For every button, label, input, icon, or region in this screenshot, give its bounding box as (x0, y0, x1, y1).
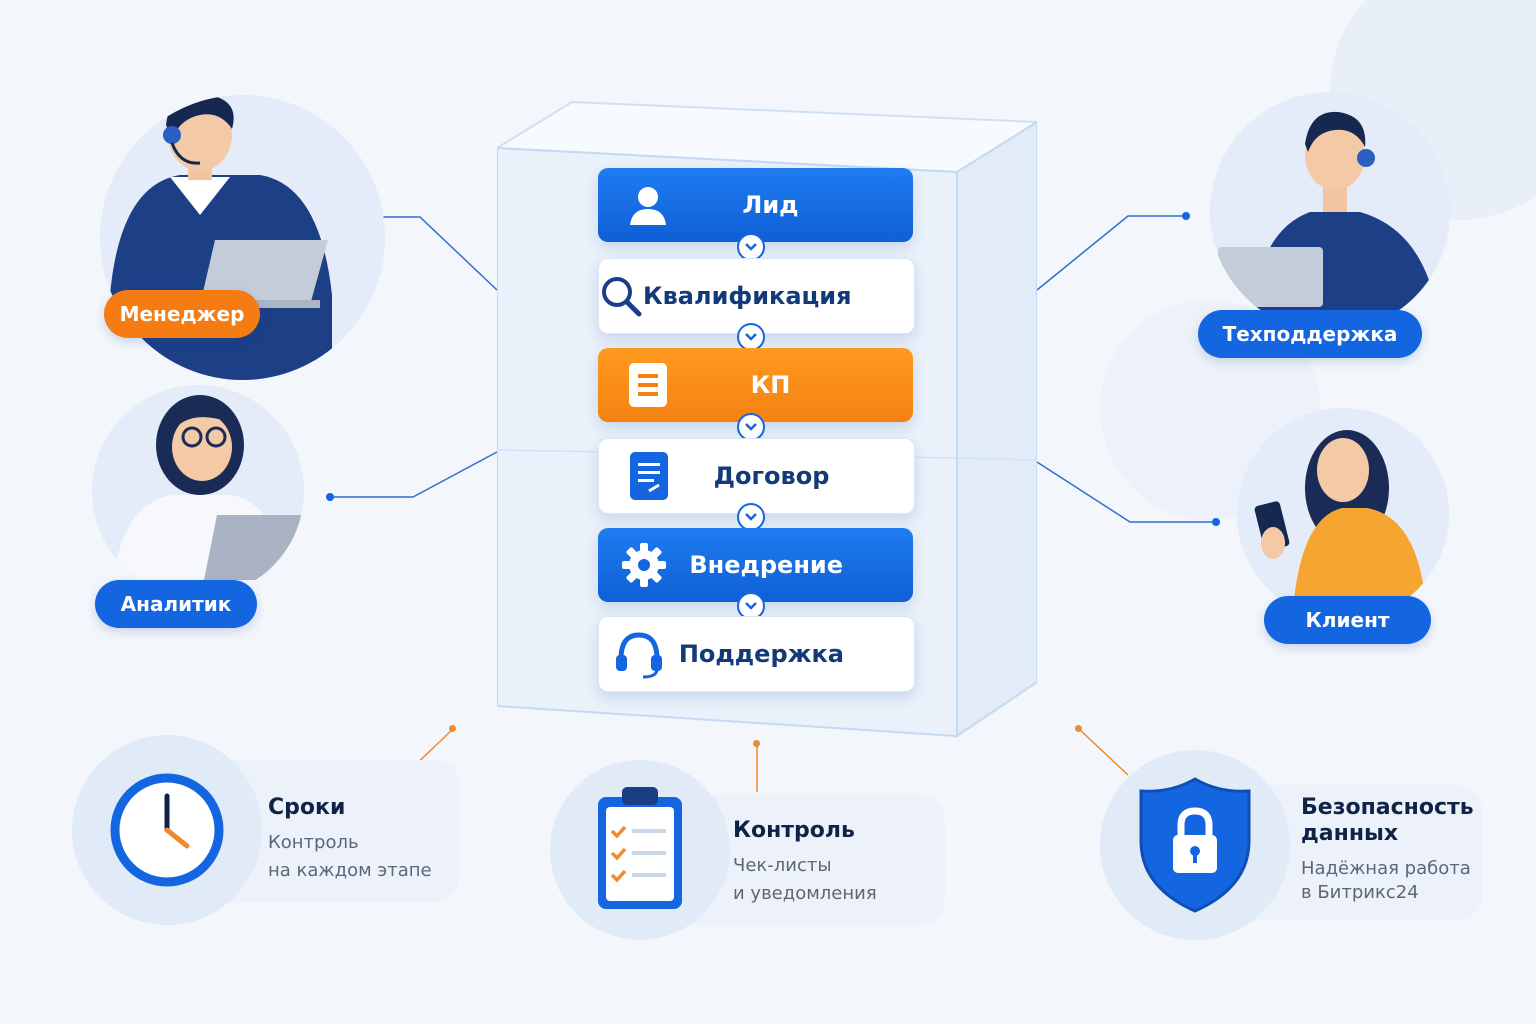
role-pill-support: Техподдержка (1198, 310, 1422, 358)
stage-label: КП (750, 371, 791, 399)
clock-icon (110, 773, 224, 887)
feature-title: Контроль (733, 818, 855, 843)
chevron-down-icon (737, 323, 765, 351)
stage-label: Поддержка (678, 640, 844, 668)
shield-lock-icon (1139, 777, 1251, 913)
stage-label: Квалификация (643, 282, 852, 310)
feature-desc-line1: Чек-листы (733, 855, 832, 876)
connector-dot (449, 725, 456, 732)
feature-desc-line2: на каждом этапе (268, 860, 432, 881)
stage-lead: Лид (598, 168, 913, 242)
feature-icon-circle (1100, 750, 1290, 940)
stage-qualification: Квалификация (598, 258, 915, 334)
gear-icon (598, 541, 689, 589)
connector-dot (326, 493, 334, 501)
feature-icon-circle (72, 735, 262, 925)
connector-dot (753, 740, 760, 747)
analyst-avatar (92, 385, 304, 597)
chevron-down-icon (737, 233, 765, 261)
checklist-icon (598, 787, 682, 909)
feature-icon-circle (550, 760, 730, 940)
client-avatar (1237, 408, 1449, 620)
stage-contract: Договор (598, 438, 915, 514)
role-pill-client: Клиент (1264, 596, 1431, 644)
stage-proposal: КП (598, 348, 913, 422)
feature-desc-line1: Контроль (268, 832, 359, 853)
stage-label: Договор (713, 462, 830, 490)
role-pill-manager: Менеджер (104, 290, 260, 338)
headset-icon (599, 629, 679, 679)
feature-title: Сроки (268, 795, 346, 820)
user-icon (598, 183, 698, 227)
connector-dot (1182, 212, 1190, 220)
support-avatar (1210, 92, 1450, 332)
role-pill-analyst: Аналитик (95, 580, 257, 628)
feature-desc-line2: и уведомления (733, 883, 877, 904)
stage-implementation: Внедрение (598, 528, 913, 602)
feature-title-line1: Безопасность (1301, 795, 1474, 820)
feature-desc-line1: Надёжная работа (1301, 858, 1471, 879)
chevron-down-icon (737, 413, 765, 441)
search-icon (599, 274, 643, 318)
stage-support: Поддержка (598, 616, 915, 692)
connector-dot (1212, 518, 1220, 526)
contract-icon (599, 451, 699, 501)
feature-desc-line2: в Битрикс24 (1301, 882, 1419, 903)
stage-label: Внедрение (689, 551, 843, 579)
feature-title-line2: данных (1301, 821, 1399, 846)
document-icon (598, 362, 698, 408)
chevron-down-icon (737, 503, 765, 531)
stage-label: Лид (742, 191, 799, 219)
connector-dot (1075, 725, 1082, 732)
